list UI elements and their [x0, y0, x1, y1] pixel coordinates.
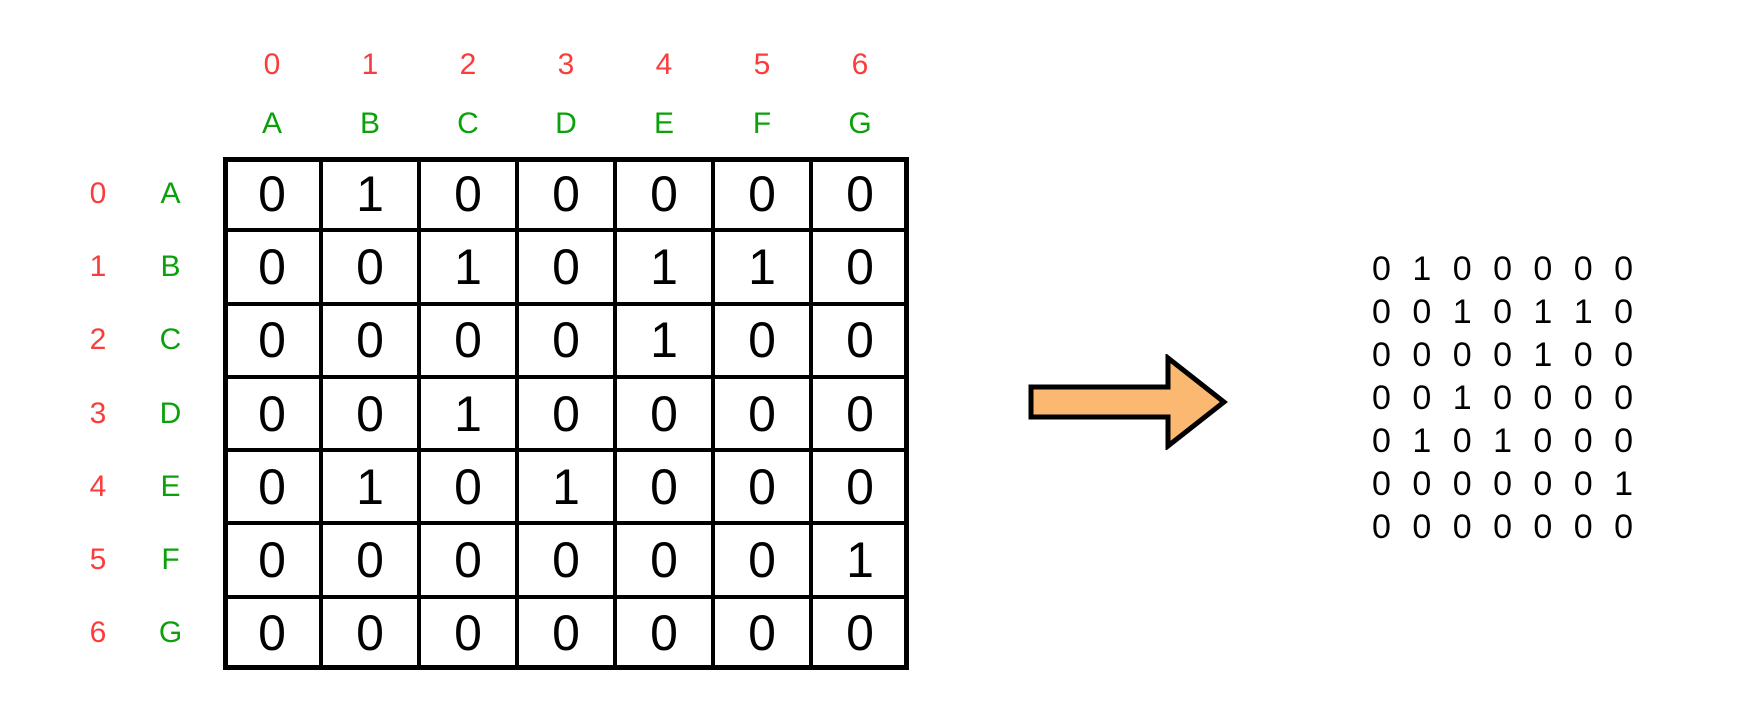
matrix-cell: 1: [419, 376, 517, 451]
spacer: [78, 40, 118, 90]
row-index: 5: [89, 543, 107, 577]
right-arrow-icon: [1028, 354, 1228, 450]
matrix-cell: 0: [419, 450, 517, 524]
matrix-cell: 1: [517, 450, 615, 524]
matrix-cell: 1: [811, 523, 909, 597]
matrix-cell: 0: [223, 596, 321, 671]
matrix-cell: 0: [223, 303, 321, 377]
matrix-cell: 0: [713, 523, 811, 597]
right-arrow-shape: [1028, 354, 1228, 450]
matrix-cell: 0: [811, 596, 909, 671]
matrix-cell: 0: [517, 523, 615, 597]
matrix-cell: 0: [517, 376, 615, 451]
row-letter: D: [159, 396, 182, 430]
col-index: 5: [753, 48, 771, 81]
matrix-cell: 0: [419, 157, 517, 231]
matrix-cell: 0: [811, 303, 909, 377]
col-index: 0: [263, 48, 281, 81]
matrix-cell: 0: [811, 230, 909, 304]
matrix-cell: 0: [223, 230, 321, 304]
output-matrix-row: 0 0 0 0 0 0 1: [1372, 465, 1640, 503]
col-index: 2: [459, 48, 477, 81]
matrix-cell: 0: [517, 230, 615, 304]
matrix-cell: 0: [223, 376, 321, 451]
row-letter: A: [160, 176, 181, 210]
row-letter: C: [159, 323, 182, 357]
row-index: 4: [89, 469, 107, 503]
matrix-cell: 0: [223, 157, 321, 231]
col-index: 6: [851, 48, 869, 81]
row-letter: G: [158, 616, 183, 650]
matrix-cell: 0: [615, 376, 713, 451]
col-letter: G: [848, 106, 872, 140]
row-letter: E: [160, 469, 181, 503]
matrix-cell: 0: [321, 230, 419, 304]
output-matrix-row: 0 0 1 0 0 0 0: [1372, 379, 1640, 417]
matrix-cell: 0: [517, 596, 615, 671]
matrix-cell: 1: [615, 303, 713, 377]
matrix-cell: 0: [713, 596, 811, 671]
col-letter: E: [653, 106, 674, 140]
output-matrix-row: 0 1 0 0 0 0 0: [1372, 250, 1640, 288]
matrix-cell: 0: [321, 523, 419, 597]
matrix-cell: 1: [321, 157, 419, 231]
matrix-cell: 1: [615, 230, 713, 304]
spacer: [118, 90, 223, 157]
matrix-cell: 1: [713, 230, 811, 304]
matrix-cell: 0: [517, 303, 615, 377]
output-text-matrix: 0 1 0 0 0 0 0 0 0 1 0 1 1 0 0 0 0 0 1 0 0 0…: [1372, 248, 1639, 549]
spacer: [118, 40, 223, 90]
matrix-cell: 0: [713, 157, 811, 231]
output-matrix-row: 0 1 0 1 0 0 0: [1372, 422, 1640, 460]
row-index: 6: [89, 616, 107, 650]
matrix-cell: 0: [615, 157, 713, 231]
matrix-cell: 1: [419, 230, 517, 304]
matrix-cell: 0: [811, 450, 909, 524]
matrix-cell: 0: [811, 157, 909, 231]
matrix-cell: 0: [419, 303, 517, 377]
col-letter: C: [457, 106, 479, 140]
output-matrix-row: 0 0 0 0 1 0 0: [1372, 336, 1640, 374]
matrix-cell: 0: [615, 450, 713, 524]
output-matrix-row: 0 0 1 0 1 1 0: [1372, 293, 1640, 331]
matrix-cell: 0: [223, 523, 321, 597]
matrix-cell: 0: [419, 596, 517, 671]
row-index: 2: [89, 323, 107, 357]
matrix-cell: 0: [615, 596, 713, 671]
matrix-cell: 0: [321, 596, 419, 671]
row-index: 0: [89, 176, 107, 210]
row-letter: F: [161, 543, 180, 577]
matrix-cell: 0: [713, 303, 811, 377]
matrix-cell: 0: [321, 376, 419, 451]
col-letter: D: [555, 106, 577, 140]
col-letter: F: [752, 106, 772, 140]
spacer: [78, 90, 118, 157]
col-letter: B: [359, 106, 380, 140]
matrix-cell: 0: [517, 157, 615, 231]
matrix-cell: 0: [713, 376, 811, 451]
col-index: 3: [557, 48, 575, 81]
matrix-cell: 0: [419, 523, 517, 597]
row-index: 1: [89, 249, 107, 283]
col-letter: A: [261, 106, 282, 140]
matrix-cell: 0: [713, 450, 811, 524]
matrix-cell: 0: [615, 523, 713, 597]
col-index: 1: [361, 48, 379, 81]
matrix-cell: 0: [811, 376, 909, 451]
output-matrix-row: 0 0 0 0 0 0 0: [1372, 508, 1640, 546]
matrix-cell: 1: [321, 450, 419, 524]
matrix-cell: 0: [223, 450, 321, 524]
row-index: 3: [89, 396, 107, 430]
matrix-cell: 0: [321, 303, 419, 377]
col-index: 4: [655, 48, 673, 81]
row-letter: B: [160, 249, 181, 283]
